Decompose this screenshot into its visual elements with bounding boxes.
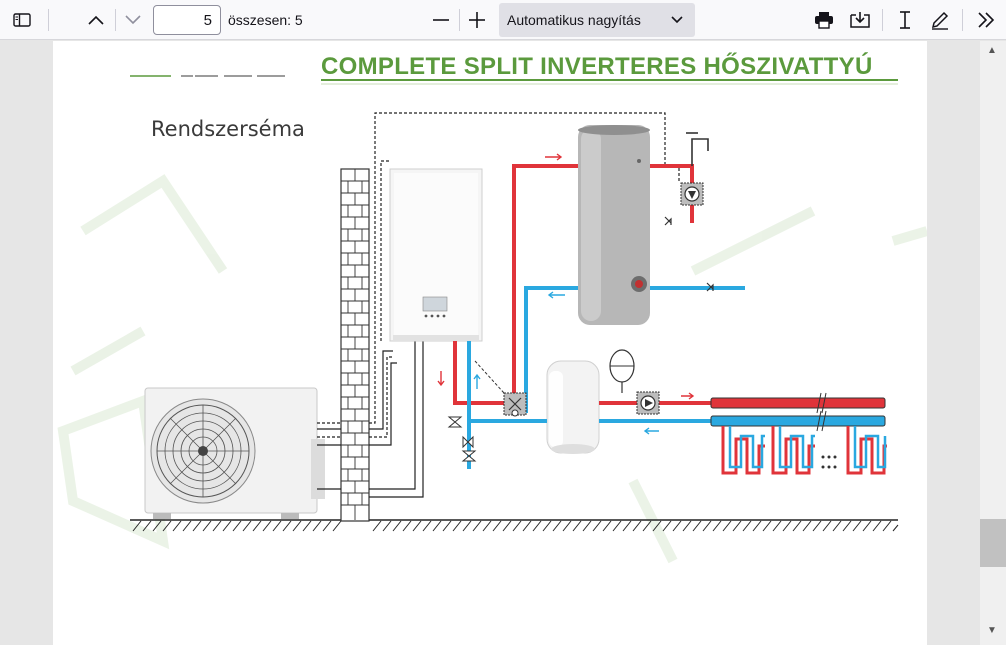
- sensor-line: [474, 360, 505, 394]
- toolbar-separator: [48, 9, 49, 31]
- pdf-page: COMPLETE SPLIT INVERTERES HŐSZIVATTYÚ Re…: [53, 41, 927, 645]
- flow-arrows: [437, 153, 695, 435]
- chevron-down-icon: [671, 16, 683, 24]
- toolbar-separator: [962, 9, 963, 31]
- chevron-down-icon: [125, 15, 141, 25]
- document-heading: COMPLETE SPLIT INVERTERES HŐSZIVATTYÚ: [321, 53, 873, 80]
- sidebar-toggle-icon: [13, 13, 31, 27]
- scroll-up-icon[interactable]: ▲: [987, 45, 997, 56]
- hot-water-tank: [578, 125, 650, 325]
- circulation-pump: [636, 391, 660, 415]
- scroll-thumb[interactable]: [980, 519, 1006, 567]
- draw-tool-button[interactable]: [929, 6, 951, 34]
- print-button[interactable]: [812, 6, 836, 34]
- sidebar-toggle-button[interactable]: [8, 6, 36, 34]
- scroll-down-icon[interactable]: ▼: [987, 625, 997, 636]
- floor-heating-loops: [721, 426, 887, 475]
- indoor-unit: [389, 168, 483, 342]
- page-total-label: összesen: 5: [228, 12, 303, 28]
- document-viewer: COMPLETE SPLIT INVERTERES HŐSZIVATTYÚ Re…: [0, 41, 980, 645]
- recirculation-pump: [680, 182, 704, 206]
- toolbar-separator: [882, 9, 883, 31]
- vertical-scrollbar[interactable]: ▲ ▼: [980, 41, 1006, 645]
- ball-valves: [447, 416, 477, 462]
- plus-icon: [469, 12, 485, 28]
- save-button[interactable]: [848, 6, 872, 34]
- bottom-cable: [317, 341, 424, 498]
- floor-heating-manifold: [710, 392, 886, 432]
- text-tool-button[interactable]: [894, 6, 916, 34]
- ground: [130, 519, 899, 532]
- check-valves: [664, 216, 714, 292]
- toolbar-separator: [459, 9, 460, 31]
- outdoor-unit: [144, 387, 325, 519]
- page-number-input[interactable]: [153, 5, 221, 35]
- section-title: Rendszerséma: [151, 117, 305, 141]
- header-rule: [130, 75, 898, 85]
- more-tools-button[interactable]: [974, 6, 998, 34]
- next-page-button[interactable]: [121, 6, 145, 34]
- more-loops-ellipsis: [821, 455, 837, 469]
- toolbar-separator: [115, 9, 116, 31]
- double-chevron-right-icon: [978, 12, 995, 28]
- faucet: [686, 132, 709, 166]
- pdf-toolbar: összesen: 5 Automatikus nagyítás: [0, 0, 1006, 40]
- print-icon: [815, 12, 833, 29]
- system-diagram: [57, 75, 927, 564]
- refrigerant-lines: [317, 350, 397, 446]
- save-icon: [850, 12, 870, 28]
- watermark: [57, 174, 927, 564]
- zoom-select-label: Automatikus nagyítás: [507, 12, 641, 28]
- zoom-select[interactable]: Automatikus nagyítás: [499, 3, 695, 37]
- cold-pipes: [467, 286, 745, 469]
- brick-wall: [340, 168, 370, 522]
- three-way-valve: [503, 392, 527, 417]
- previous-page-button[interactable]: [84, 6, 108, 34]
- zoom-in-button[interactable]: [466, 6, 488, 34]
- text-cursor-icon: [900, 11, 910, 29]
- zoom-out-button[interactable]: [430, 6, 452, 34]
- chevron-up-icon: [88, 15, 104, 25]
- expansion-vessel: [609, 349, 635, 393]
- pen-icon: [931, 11, 949, 30]
- buffer-tank: [546, 360, 600, 454]
- minus-icon: [433, 19, 449, 21]
